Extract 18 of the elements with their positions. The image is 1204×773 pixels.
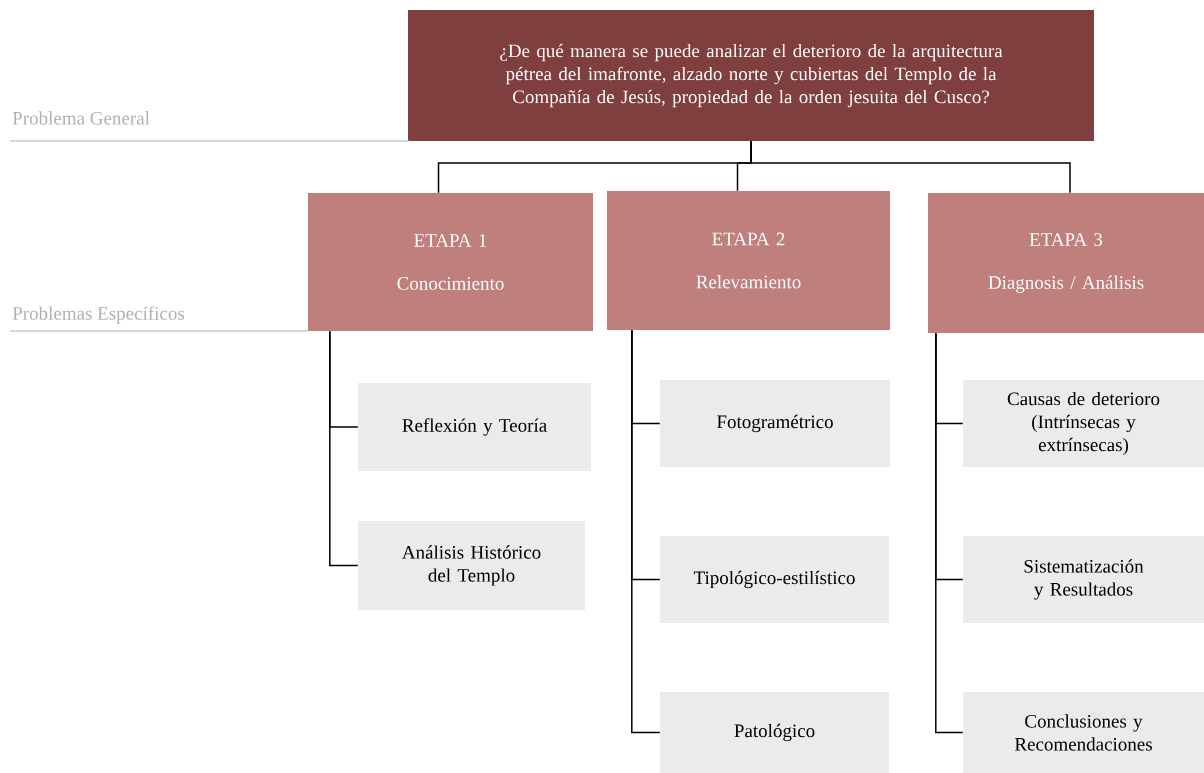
stage-box: ETAPA 1 Conocimiento	[308, 193, 593, 331]
task-box: Análisis Histórico del Templo	[358, 521, 585, 610]
task-box: Tipológico-estilístico	[660, 536, 889, 623]
connector-line	[750, 140, 1071, 194]
stage-box: ETAPA 2 Relevamiento	[607, 191, 890, 330]
task-box: Reflexión y Teoría	[358, 383, 591, 471]
connector-line	[329, 330, 359, 567]
connector-line	[935, 332, 964, 734]
task-box: Causas de deterioro (Intrínsecas y extrínsecas)	[963, 380, 1204, 467]
task-box: Patológico	[660, 692, 889, 773]
connector-line	[631, 329, 661, 734]
section-label: Problema General	[12, 111, 150, 125]
task-box: Sistematización y Resultados	[963, 536, 1204, 623]
task-box: Conclusiones y Recomendaciones	[963, 692, 1204, 773]
task-box: Fotogramétrico	[660, 380, 890, 467]
stage-box: ETAPA 3 Diagnosis / Análisis	[928, 193, 1204, 333]
section-label: Problemas Específicos	[12, 306, 185, 324]
question-box: ¿De qué manera se puede analizar el deterioro de la arquitectura pétrea del imafronte, alzado norte y cubiertas del Templo de la Compañía de Jesús, propiedad de la orden jesuita del Cusco?	[408, 10, 1094, 141]
